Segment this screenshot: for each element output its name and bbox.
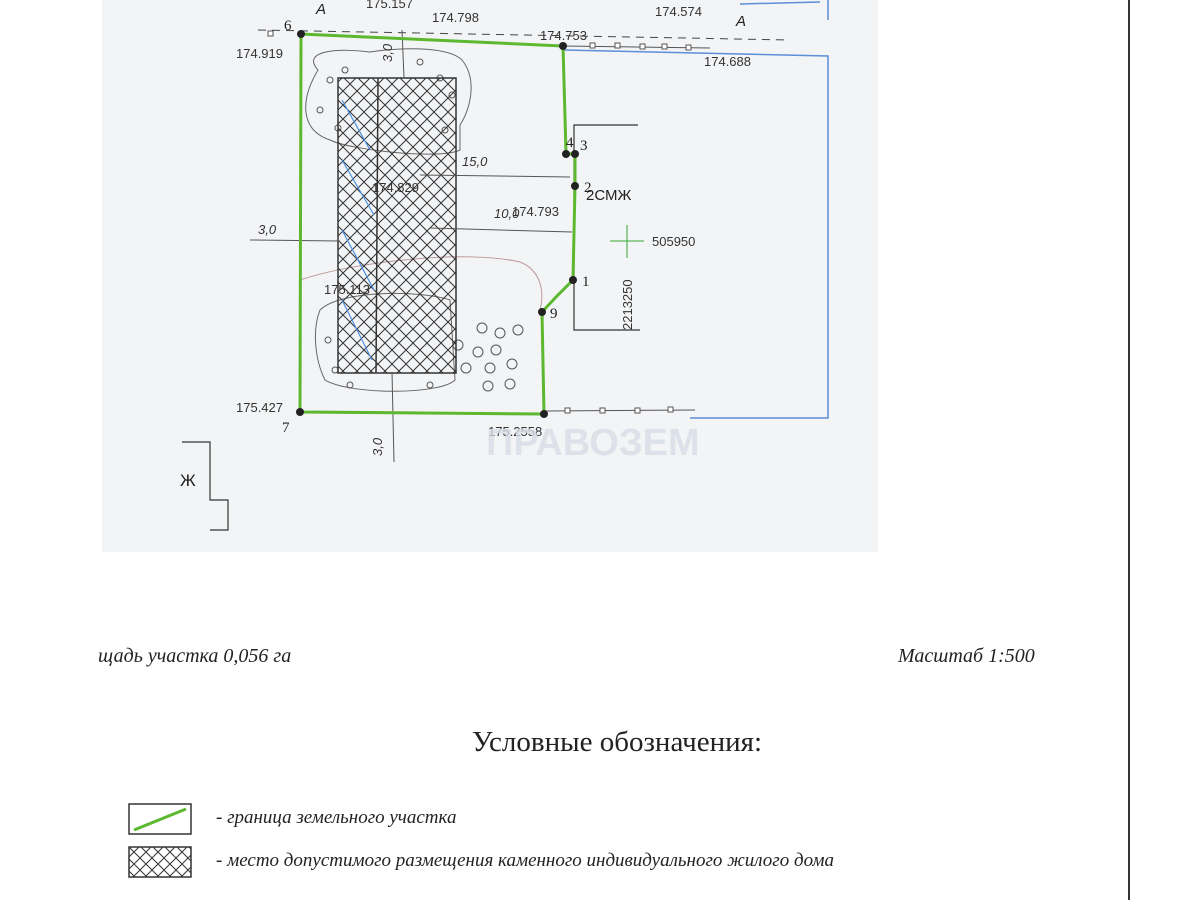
dim-label-3-left: 3,0 [258, 222, 277, 237]
legend-item-building: - место допустимого размещения каменного… [128, 846, 1028, 882]
elev-174829: 174.829 [372, 180, 419, 195]
section-line-a [257, 29, 791, 41]
fence-posts-top [589, 42, 692, 51]
dim-line-3-bottom [391, 371, 395, 463]
fence-posts-bottom [564, 406, 674, 414]
watermark: ПРАВОЗЕМ [486, 422, 700, 464]
dim-label-15: 15,0 [462, 154, 488, 169]
legend-title: Условные обозначения: [472, 726, 763, 758]
legend-item-boundary: - граница земельного участка [128, 803, 1028, 839]
section-mark-a-right: А [735, 13, 746, 30]
elev-174688: 174.688 [704, 54, 751, 69]
elev-174574: 174.574 [655, 4, 702, 19]
boundary-points [296, 30, 579, 418]
boundary-swatch [128, 803, 192, 835]
elev-175427: 175.427 [236, 400, 283, 415]
point-label-9: 9 [550, 306, 558, 322]
dim-label-3-bottom: 3,0 [370, 437, 385, 456]
map-background [102, 0, 878, 552]
point-label-4: 4 [566, 135, 574, 151]
dim-label-10: 10,0 [494, 206, 520, 221]
building-swatch [128, 846, 192, 878]
elev-175113: 175.113 [324, 282, 370, 297]
point-label-2: 2 [584, 180, 592, 196]
dim-label-3-top: 3,0 [380, 43, 395, 62]
elev-174798: 174.798 [432, 10, 479, 25]
blue-top-line [739, 1, 821, 5]
point-label-6: 6 [284, 18, 292, 34]
section-mark-zh: Ж [180, 471, 196, 490]
section-mark-a-left: А [315, 1, 326, 18]
dim-line-10 [429, 227, 573, 233]
building-divider [375, 77, 379, 374]
site-plan-map: 1 2 3 4 6 7 9 174.919 174.798 175.157 17… [102, 0, 878, 552]
blue-hatch-lines [341, 99, 375, 361]
elev-1752558: 175.2558 [488, 424, 542, 439]
parcel-area-text: щадь участка 0,056 га [98, 645, 292, 667]
legend-label-boundary: - граница земельного участка [216, 807, 457, 828]
dim-line-15 [419, 174, 571, 178]
dim-line-3-left [249, 239, 341, 242]
point-label-7: 7 [282, 420, 290, 436]
page-border [1128, 0, 1130, 900]
elev-174753: 174.753 [540, 28, 587, 43]
fence-post-left [267, 30, 274, 37]
point-label-3: 3 [580, 138, 588, 154]
coord-x-label: 505950 [652, 234, 695, 249]
point-label-1: 1 [582, 274, 590, 290]
zone-label: 2СМЖ [586, 187, 632, 204]
zh-bracket [182, 441, 229, 531]
elev-175157: 175.157 [366, 0, 413, 11]
building-area [337, 77, 457, 374]
elev-174919: 174.919 [236, 46, 283, 61]
elev-174793: 174.793 [512, 204, 559, 219]
legend-label-building: - место допустимого размещения каменного… [216, 850, 834, 871]
neighbour-boundary [563, 49, 829, 419]
coord-y-label: 2213250 [620, 279, 635, 330]
trees-cluster-top [305, 48, 472, 155]
scale-text: Масштаб 1:500 [898, 645, 1035, 667]
